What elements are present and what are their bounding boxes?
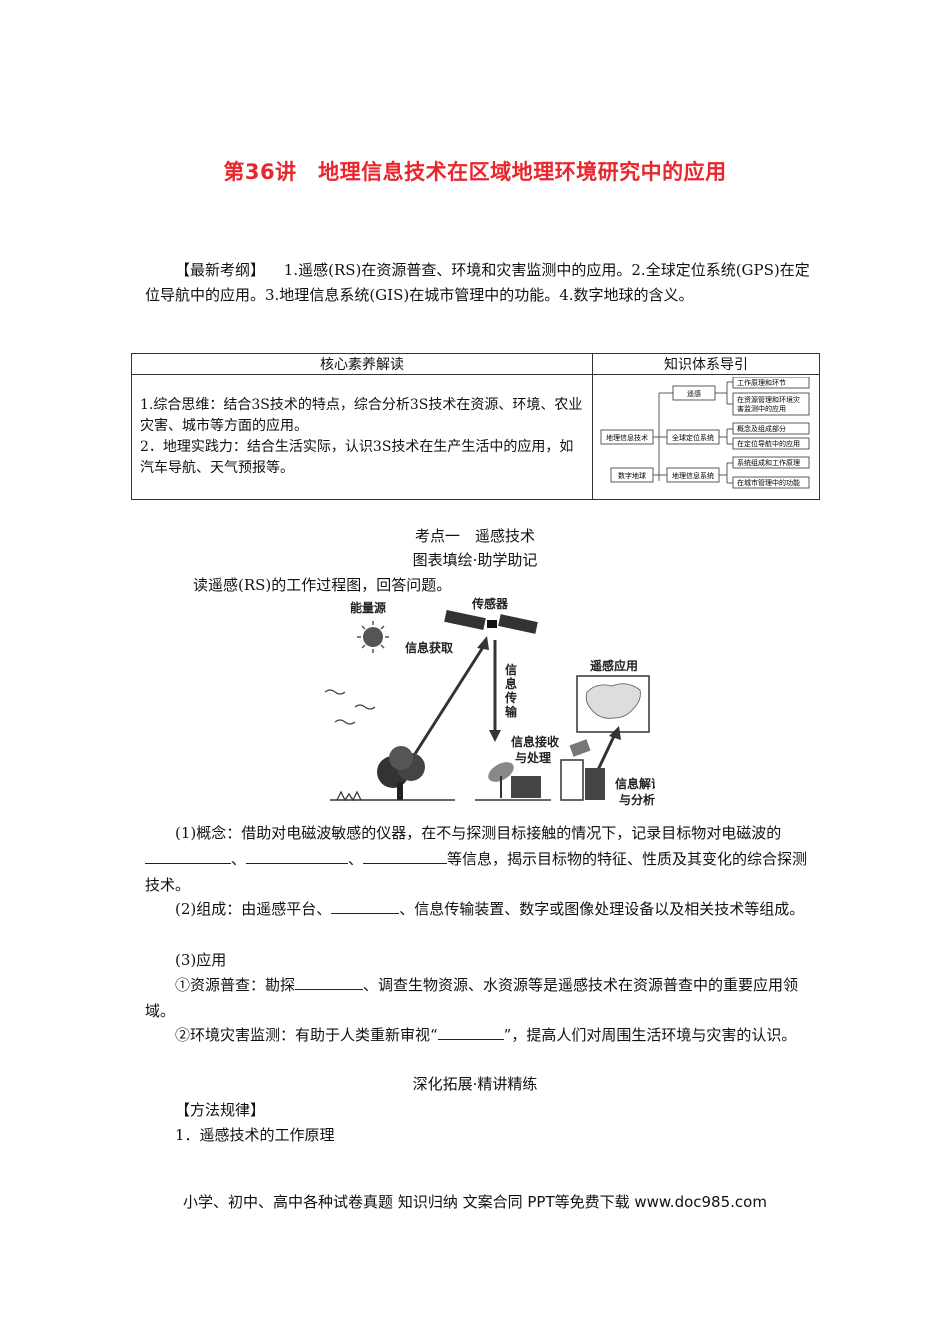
receiving-dish-icon	[475, 762, 551, 801]
process-arrow	[595, 726, 621, 773]
q1-blank-2[interactable]	[246, 848, 349, 864]
computer-icon	[560, 739, 605, 801]
question-2: (2)组成：由遥感平台、 、信息传输装置、数字或图像处理设备以及相关技术等组成。	[145, 896, 810, 922]
transmit-char-1: 信	[505, 662, 517, 677]
section2-title: 深化拓展·精讲精练	[412, 1075, 538, 1093]
q3a-blank[interactable]	[295, 974, 364, 990]
ground-grass	[330, 790, 455, 802]
diagram-gps-leaf1: 概念及组成部分	[737, 424, 786, 433]
outline-label: 【最新考纲】	[175, 261, 266, 279]
q2-blank[interactable]	[331, 898, 400, 914]
table-header-left: 核心素养解读	[131, 353, 593, 375]
diagram-gis-leaf1: 系统组成和工作原理	[737, 458, 800, 467]
outline-text: 1.遥感(RS)在资源普查、环境和灾害监测中的应用。2.全球定位系统(GPS)在…	[145, 261, 810, 304]
exam-outline: 【最新考纲】 1.遥感(RS)在资源普查、环境和灾害监测中的应用。2.全球定位系…	[145, 258, 815, 308]
rs-application-label: 遥感应用	[590, 658, 638, 673]
receive-label-1: 信息接收	[511, 734, 559, 749]
literacy-line-2: 2．地理实践力：结合生活实际，认识3S技术在生产生活中的应用，如汽车导航、天气预…	[140, 439, 574, 476]
q1-text-a: (1)概念：借助对电磁波敏感的仪器，在不与探测目标接触的情况下，记录目标物对电磁…	[175, 824, 782, 842]
sensor-label: 传感器	[471, 596, 509, 611]
acquire-arrow	[411, 636, 489, 758]
figure-prompt: 读遥感(RS)的工作过程图，回答问题。	[193, 576, 452, 594]
knowledge-tree-diagram: 地理信息技术 数字地球 遥感 全球定位系统 地理信息系统 工作原理和环节 在资源…	[600, 376, 810, 489]
info-acquisition-label: 信息获取	[405, 640, 453, 655]
literacy-line-1: 1.综合思维：结合3S技术的特点，综合分析3S技术在资源、环境、农业灾害、城市等…	[140, 397, 583, 434]
transmit-char-2: 息	[505, 676, 517, 691]
satellite-icon	[444, 609, 538, 634]
q2-text-b: 、信息传输装置、数字或图像处理设备以及相关技术等组成。	[399, 900, 805, 918]
interpret-label-1: 信息解译	[615, 776, 655, 791]
q1-blank-3[interactable]	[363, 848, 448, 864]
diagram-rs-leaf1: 工作原理和环节	[737, 378, 786, 387]
china-map-icon	[576, 675, 650, 733]
sun-icon	[357, 621, 389, 653]
section1-title: 考点一 遥感技术	[414, 527, 535, 545]
wave-marks	[324, 689, 376, 725]
diagram-digital-earth: 数字地球	[618, 471, 646, 480]
energy-source-label: 能量源	[350, 600, 386, 615]
page-title: 第36讲 地理信息技术在区域地理环境研究中的应用	[223, 160, 727, 184]
diagram-rs-leaf2a: 在资源管理和环境灾	[737, 395, 800, 404]
q3b-blank[interactable]	[437, 1024, 504, 1040]
q3b-text-a: ②环境灾害监测：有助于人类重新审视“	[175, 1026, 438, 1044]
question-3b: ②环境灾害监测：有助于人类重新审视“ ”，提高人们对周围生活环境与灾害的认识。	[145, 1022, 810, 1048]
q1-sep-2: 、	[348, 850, 364, 868]
diagram-root: 地理信息技术	[606, 433, 648, 442]
method-label: 【方法规律】	[175, 1101, 266, 1119]
q3a-text-a: ①资源普查：勘探	[175, 976, 296, 994]
q1-blank-1[interactable]	[145, 848, 231, 864]
interpret-label-2: 与分析	[619, 792, 655, 807]
table-header-right: 知识体系导引	[592, 353, 820, 375]
diagram-rs: 遥感	[687, 389, 701, 398]
transmit-char-3: 传	[504, 690, 517, 705]
diagram-gis: 地理信息系统	[672, 471, 714, 480]
receive-label-2: 与处理	[515, 750, 551, 765]
knowledge-diagram-cell: 地理信息技术 数字地球 遥感 全球定位系统 地理信息系统 工作原理和环节 在资源…	[592, 374, 820, 500]
diagram-rs-leaf2b: 害监测中的应用	[737, 404, 786, 413]
section1-subtitle: 图表填绘·助学助记	[412, 551, 538, 569]
tree-icon	[377, 746, 425, 800]
q1-sep-1: 、	[231, 850, 247, 868]
diagram-gis-leaf2: 在城市管理中的功能	[737, 478, 800, 487]
question-3-title: (3)应用	[145, 947, 810, 973]
transmit-char-4: 输	[505, 704, 518, 719]
q3b-text-b: ”，提高人们对周围生活环境与灾害的认识。	[503, 1026, 797, 1044]
core-literacy-cell: 1.综合思维：结合3S技术的特点，综合分析3S技术在资源、环境、农业灾害、城市等…	[131, 374, 593, 500]
diagram-gps-leaf2: 在定位导航中的应用	[737, 439, 800, 448]
q1-text-b: 等信息，揭示目标物的特征、性质及其变化的综合探测技术。	[145, 850, 808, 894]
diagram-gps: 全球定位系统	[672, 433, 714, 442]
q3a-text-b: 、调查生物资源、水资源等是遥感技术在资源普查中的重要应用领域。	[145, 976, 799, 1020]
q2-text-a: (2)组成：由遥感平台、	[175, 900, 332, 918]
core-literacy-table: 核心素养解读 知识体系导引 1.综合思维：结合3S技术的特点，综合分析3S技术在…	[131, 353, 820, 500]
question-3a: ①资源普查：勘探、调查生物资源、水资源等是遥感技术在资源普查中的重要应用领域。	[145, 972, 810, 1024]
page-footer: 小学、初中、高中各种试卷真题 知识归纳 文案合同 PPT等免费下载 www.do…	[183, 1193, 767, 1211]
q3-title: (3)应用	[175, 951, 227, 969]
question-1: (1)概念：借助对电磁波敏感的仪器，在不与探测目标接触的情况下，记录目标物对电磁…	[145, 820, 810, 898]
transmit-arrow	[489, 640, 501, 742]
rs-process-figure: 能量源 传感器 信息获取 信 息 传 输 遥感应用 信息接收 与处理	[324, 596, 655, 807]
method-item-1: 1．遥感技术的工作原理	[175, 1126, 335, 1144]
